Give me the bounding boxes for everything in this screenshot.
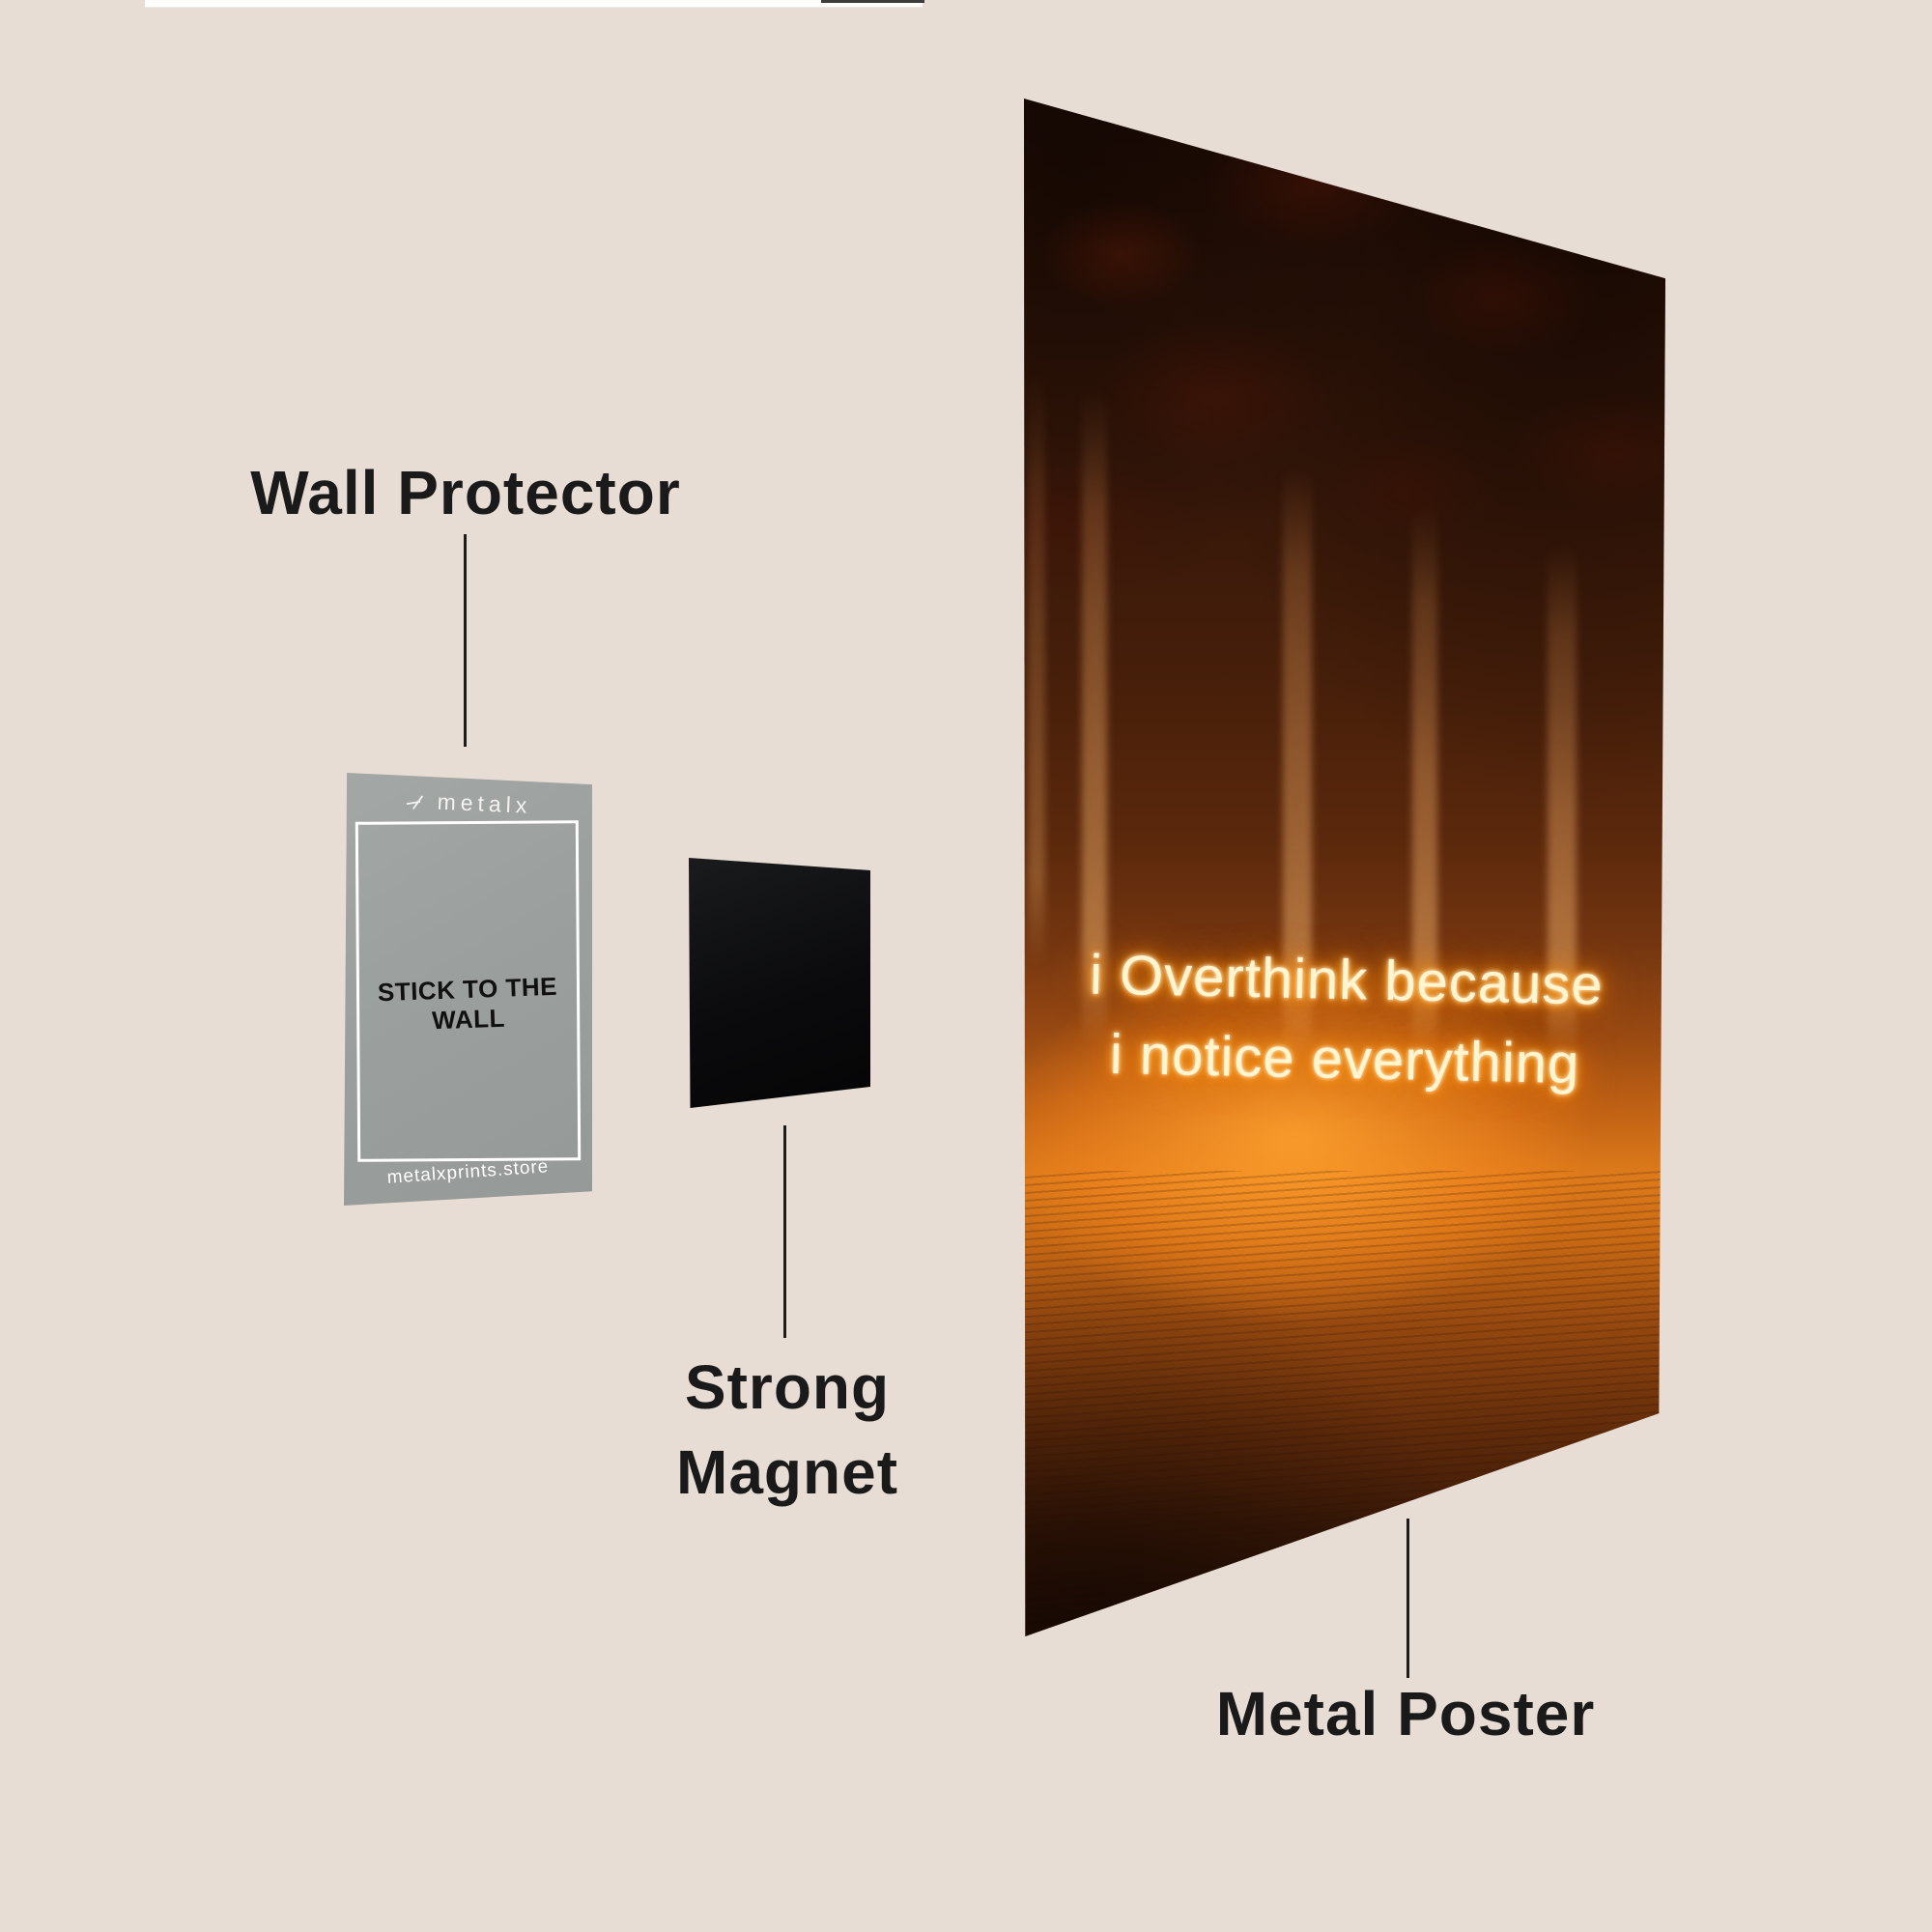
- top-strip-dark-segment: [821, 0, 924, 3]
- neon-sign-text: i Overthink because i notice everything: [1059, 935, 1632, 1105]
- metal-poster: i Overthink because i notice everything: [1024, 99, 1665, 1636]
- strong-magnet-label-line2: Magnet: [676, 1437, 898, 1507]
- neon-line-2: i notice everything: [1109, 1022, 1581, 1096]
- top-strip: [145, 0, 923, 8]
- strong-magnet-label-line1: Strong: [684, 1352, 891, 1422]
- wall-protector-connector-line: [464, 534, 467, 747]
- poster-vignette: [1024, 99, 1665, 1636]
- wall-protector-card: metalx STICK TO THE WALL metalxprints.st…: [344, 773, 592, 1206]
- metal-poster-connector-line: [1406, 1519, 1409, 1678]
- wall-protector-label: Wall Protector: [250, 458, 681, 527]
- neon-line-1: i Overthink because: [1089, 943, 1605, 1017]
- metalx-logo-icon: [406, 795, 423, 810]
- neon-glow: [1024, 891, 1665, 1345]
- metalx-brand: metalx: [344, 784, 592, 821]
- strong-magnet: [689, 858, 870, 1108]
- magnet-connector-line: [783, 1125, 786, 1338]
- card-center-text: STICK TO THE WALL: [377, 971, 558, 1036]
- metal-poster-label: Metal Poster: [1215, 1679, 1596, 1748]
- metalx-brand-text: metalx: [437, 788, 532, 818]
- poster-ground-texture: [1024, 1171, 1665, 1636]
- strong-magnet-label: Strong Magnet: [497, 1345, 1077, 1515]
